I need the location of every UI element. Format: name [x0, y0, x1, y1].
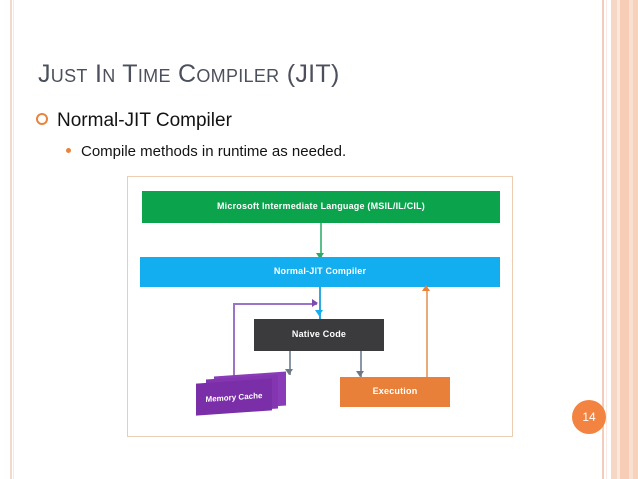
edge-memcache-to-native-arrowhead — [312, 299, 318, 307]
edge-native-to-memcache-line — [289, 351, 291, 375]
right-accent-stripe-2 — [606, 0, 607, 479]
left-accent-stripe-1 — [10, 0, 12, 479]
bullet-level2: Compile methods in runtime as needed. — [66, 143, 346, 160]
left-accent-stripe-2 — [13, 0, 14, 479]
edge-msil-to-jit-arrowhead — [316, 253, 324, 259]
edge-jit-to-native-arrowhead — [315, 310, 323, 316]
diagram-node-normal-jit-compiler: Normal-JIT Compiler — [140, 257, 500, 287]
diagram-node-native-code: Native Code — [254, 319, 384, 351]
right-accent-stripe-5 — [620, 0, 629, 479]
edge-jit-to-native-line — [319, 287, 321, 325]
memory-cache-label: Memory Cache — [205, 390, 263, 404]
diagram-node-memory-cache: Memory Cache — [196, 371, 288, 416]
edge-native-to-memcache-arrowhead — [285, 369, 293, 375]
edge-memcache-to-native-vertical — [233, 303, 235, 383]
diagram-node-execution: Execution — [340, 377, 450, 407]
right-accent-stripe-1 — [602, 0, 604, 479]
bullet-level1-label: Normal-JIT Compiler — [57, 110, 232, 131]
filled-dot-bullet-icon — [66, 148, 71, 153]
edge-execution-to-jit-line — [426, 289, 428, 379]
diagram-canvas: Microsoft Intermediate Language (MSIL/IL… — [128, 177, 512, 436]
edge-msil-to-jit-line — [320, 223, 322, 257]
bullet-level2-label: Compile methods in runtime as needed. — [81, 143, 347, 160]
hollow-circle-bullet-icon — [36, 113, 48, 125]
right-accent-stripe-7 — [633, 0, 638, 479]
page-number-badge: 14 — [572, 400, 606, 434]
edge-native-to-execution-line — [360, 351, 362, 377]
diagram-node-msil: Microsoft Intermediate Language (MSIL/IL… — [142, 191, 500, 223]
edge-memcache-to-native-horizontal — [233, 303, 317, 305]
edge-native-to-execution-arrowhead — [356, 371, 364, 377]
right-accent-stripe-4 — [617, 0, 620, 479]
edge-execution-to-jit-arrowhead — [422, 285, 430, 291]
page-title: Just In Time Compiler (JIT) — [38, 60, 340, 88]
jit-flow-diagram: Microsoft Intermediate Language (MSIL/IL… — [127, 176, 513, 437]
right-accent-stripe-3 — [611, 0, 617, 479]
bullet-level1: Normal-JIT Compiler — [36, 110, 232, 132]
right-accent-stripe-6 — [629, 0, 633, 479]
